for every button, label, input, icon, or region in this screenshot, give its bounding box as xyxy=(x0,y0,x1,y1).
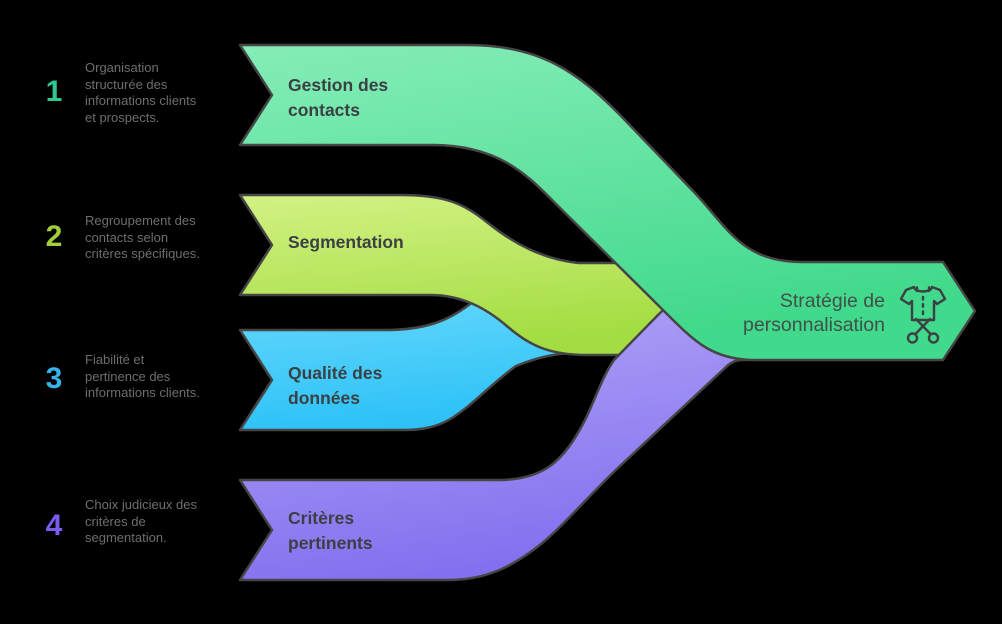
step-number-4: 4 xyxy=(45,509,63,542)
step-description-1: Organisation structurée des informations… xyxy=(85,60,197,125)
step-description-3: Fiabilité et pertinence des informations… xyxy=(85,352,200,400)
step-number-1: 1 xyxy=(45,75,63,108)
banner-title-segmentation: Segmentation xyxy=(288,232,404,252)
ribbon-gestion-contacts-arrow xyxy=(238,43,977,362)
tshirt-scissors-icon xyxy=(899,285,947,344)
banner-title-criteres-pertinents: Critères pertinents xyxy=(288,508,373,553)
step-number-3: 3 xyxy=(45,362,63,395)
result-title: Stratégie de personnalisation xyxy=(742,290,885,336)
banner-title-gestion-contacts: Gestion des contacts xyxy=(288,75,389,120)
banner-title-qualite-donnees: Qualité des données xyxy=(288,363,383,408)
step-number-2: 2 xyxy=(45,220,63,253)
step-description-4: Choix judicieux des critères de segmenta… xyxy=(85,497,198,545)
step-description-2: Regroupement des contacts selon critères… xyxy=(85,213,200,261)
